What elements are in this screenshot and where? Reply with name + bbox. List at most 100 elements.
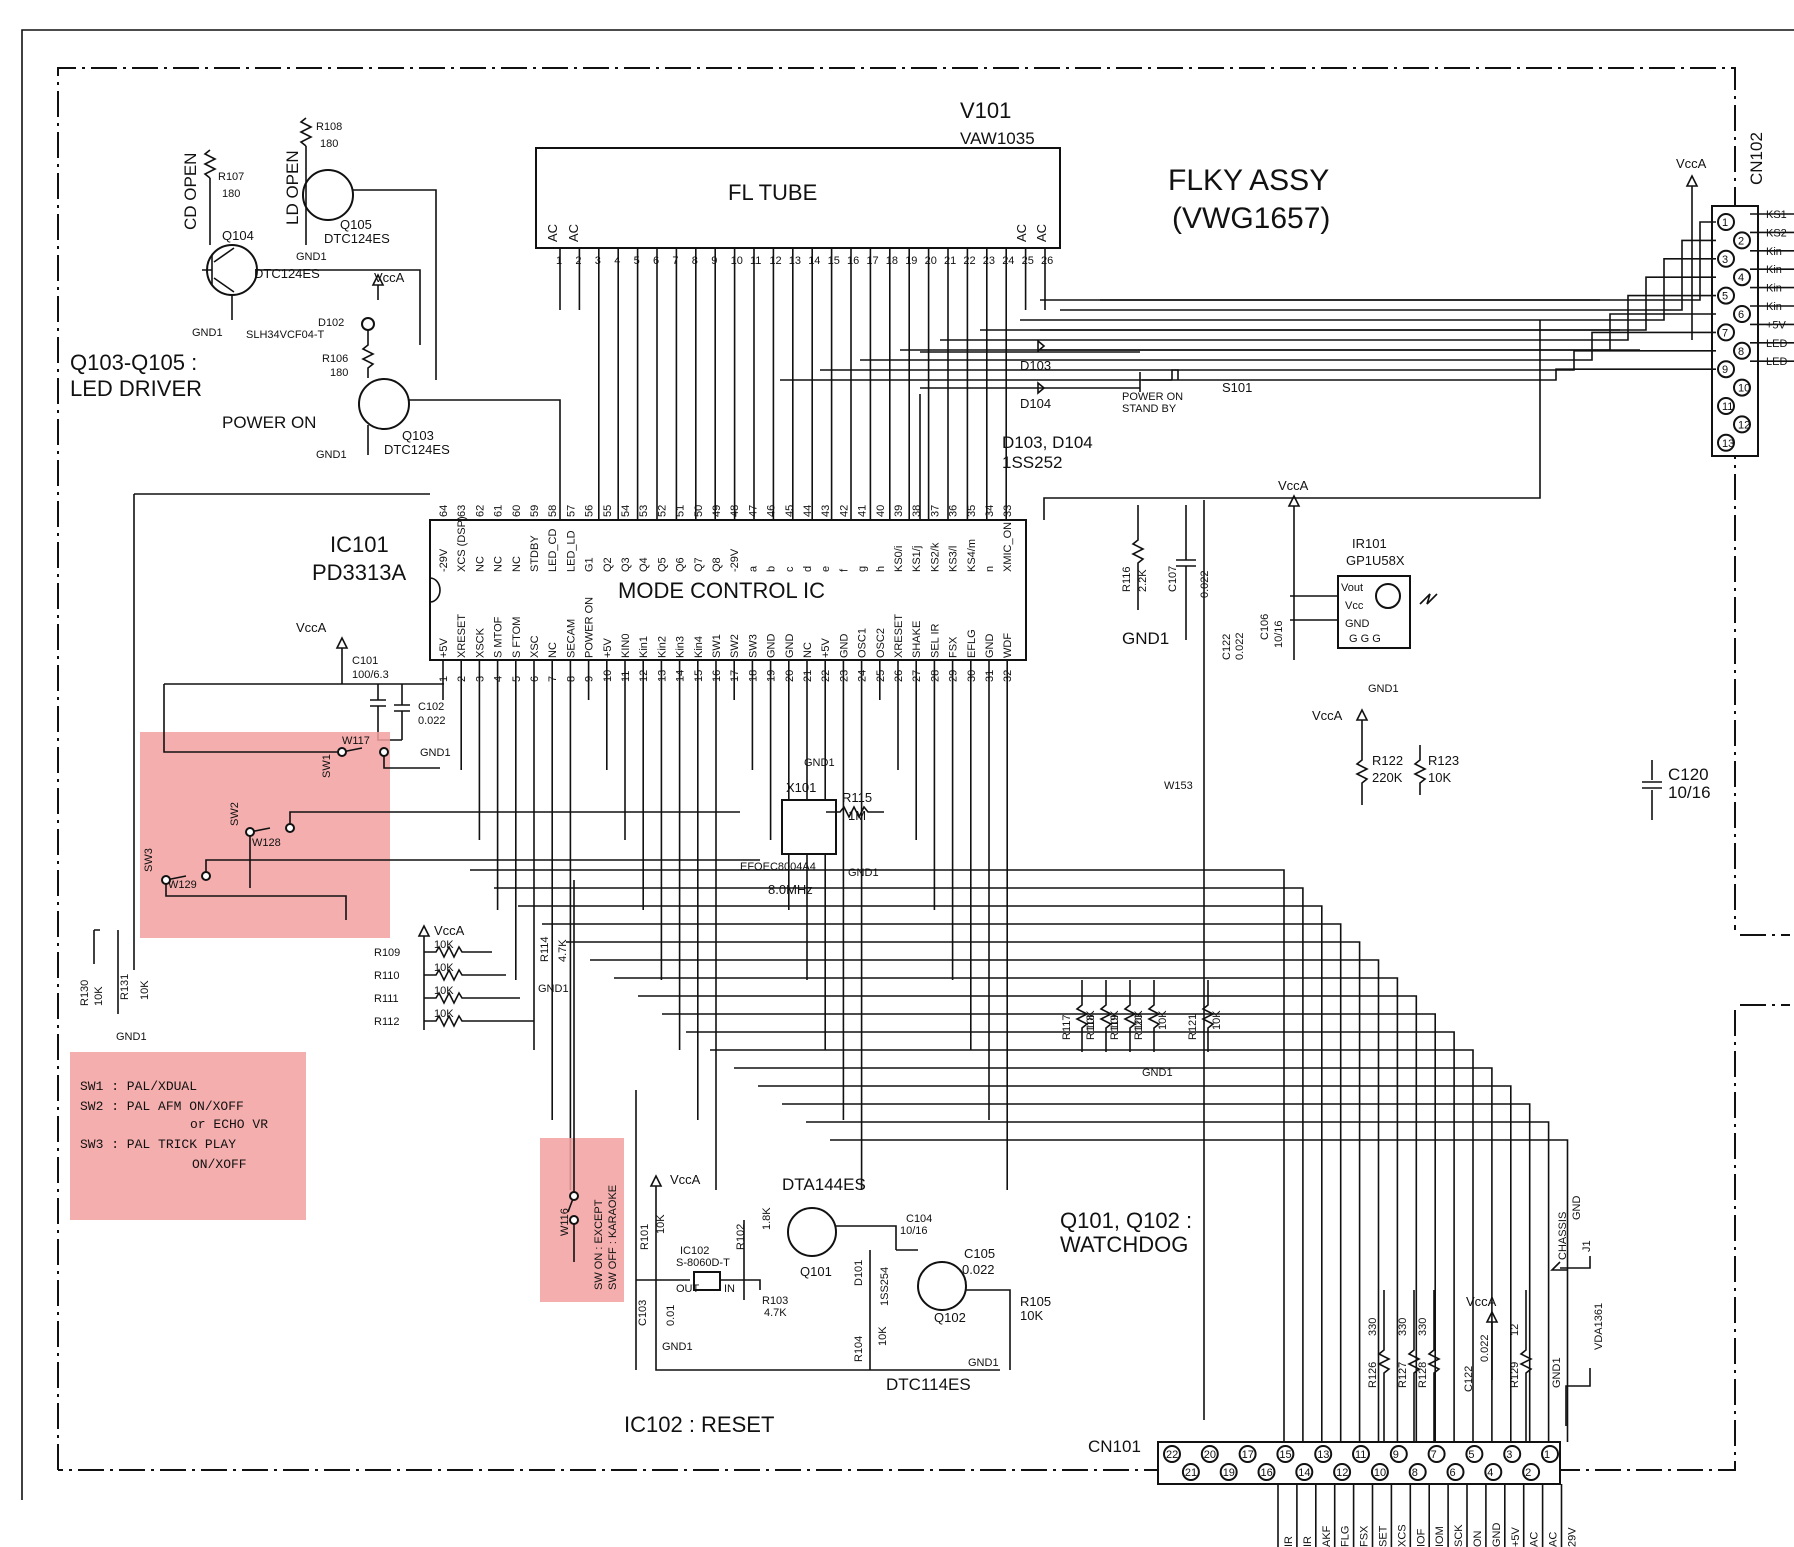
q104-wiring xyxy=(231,269,421,345)
cn101-signal: 29V xyxy=(1567,1527,1579,1547)
ic101-top-pin-name: c xyxy=(784,566,796,572)
cn101-signal: IR xyxy=(1302,1536,1314,1547)
r105-ref: R105 xyxy=(1020,1294,1051,1309)
fl-ac-1: AC xyxy=(545,224,560,242)
page-frame xyxy=(21,29,1794,1500)
cn101-signal: XCS xyxy=(1396,1524,1408,1547)
resistor-r121 xyxy=(1201,980,1215,1052)
bus-trace xyxy=(566,941,1361,1442)
w129-jumper[interactable] xyxy=(161,875,171,885)
w128-jumper[interactable] xyxy=(245,827,255,837)
cn101-pin-num: 7 xyxy=(1431,1449,1437,1461)
ic101-bottom-pin-name: EFLG xyxy=(966,629,978,658)
watchdog-subtitle: WATCHDOG xyxy=(1060,1232,1188,1257)
sw1-ref: SW1 xyxy=(321,754,333,778)
ic101-bottom-pin-name: OSC2 xyxy=(875,628,887,658)
ic101-bottom-pin-name: SEL IR xyxy=(929,624,941,658)
gnd1-x101: GND1 xyxy=(848,867,879,879)
ic101-top-pin-num: 34 xyxy=(984,505,996,517)
bus-trace xyxy=(782,1103,1531,1442)
ic101-bottom-pin-name: +5V xyxy=(438,637,450,658)
ic101-bottom-pin-num: 32 xyxy=(1002,670,1014,682)
w117-jumper-b[interactable] xyxy=(379,747,389,757)
c101-value: 100/6.3 xyxy=(352,669,389,681)
cn102-pin-1 xyxy=(1717,213,1735,231)
cn101-pin-15 xyxy=(1276,1445,1295,1463)
w116-ref: W116 xyxy=(559,1208,571,1236)
cn102-pin-6 xyxy=(1733,305,1751,323)
cn101-pin-num: 11 xyxy=(1355,1449,1366,1461)
q104-transistor xyxy=(206,244,258,296)
fl-pin-10: 10 xyxy=(731,255,743,267)
ic101-bottom-pin-name: KIN0 xyxy=(620,634,632,658)
w129-jumper-b[interactable] xyxy=(201,871,211,881)
ic101-top-pin-name: XCS (DSP) xyxy=(456,516,468,572)
cn101-pin-num: 19 xyxy=(1223,1467,1235,1479)
cn101-pin-8 xyxy=(1408,1463,1427,1481)
gnd1-cn101: GND1 xyxy=(1551,1357,1563,1388)
sw-note-3: or ECHO VR xyxy=(190,1117,268,1132)
ic101-top-pin-num: 46 xyxy=(766,505,778,517)
ld-open-label: LD OPEN xyxy=(283,150,302,225)
cn102-pin-num: 11 xyxy=(1722,401,1733,413)
ic101-ref: IC101 xyxy=(330,532,389,557)
cn102-pin-4 xyxy=(1733,268,1751,287)
w128-jumper-b[interactable] xyxy=(285,823,295,833)
c107-ref: C107 xyxy=(1167,566,1179,592)
w116-jumper[interactable] xyxy=(569,1191,579,1201)
c101-c102-wiring xyxy=(164,683,444,741)
ic101-bottom-pin-name: XRESET xyxy=(893,614,905,658)
fl-pin-20: 20 xyxy=(925,255,937,267)
resistor-r127 xyxy=(1407,1290,1421,1442)
q104-part: DTC124ES xyxy=(254,266,320,281)
sw-note-5: ON/XOFF xyxy=(192,1157,247,1172)
ref-r127: R127 xyxy=(1397,1362,1409,1388)
fl-tube-body xyxy=(535,147,1061,249)
q105-transistor xyxy=(302,169,354,221)
cn101-pin-2 xyxy=(1522,1463,1541,1481)
ic101-top-pin-num: 41 xyxy=(857,505,869,517)
vcca-r122: VccA xyxy=(1312,708,1343,723)
cn101-signal: +5V xyxy=(1510,1526,1522,1547)
fl-ac-4: AC xyxy=(1034,224,1049,242)
w116-jumper-b[interactable] xyxy=(569,1215,579,1225)
cn102-pin-2 xyxy=(1733,231,1751,250)
ic101-top-pin-num: 55 xyxy=(602,505,614,517)
cn102-trace xyxy=(940,294,1716,341)
ic101-bottom-pin-name: NC xyxy=(547,642,559,658)
ref-r110: R110 xyxy=(374,970,399,982)
value-r129: 12 xyxy=(1509,1324,1521,1336)
c106-ref: C106 xyxy=(1259,614,1271,640)
vcca-c101: VccA xyxy=(296,620,327,635)
cn101-pin-12 xyxy=(1333,1463,1352,1481)
r114-ref: R114 xyxy=(539,937,551,962)
c104-value: 10/16 xyxy=(900,1225,928,1237)
cn101-pin-1 xyxy=(1541,1445,1559,1463)
ic102-in: IN xyxy=(724,1283,735,1295)
ref-r128: R128 xyxy=(1417,1362,1429,1388)
s101-label-2: STAND BY xyxy=(1122,403,1177,415)
ic101-top-pin-num: 61 xyxy=(493,505,505,517)
r115-ref: R115 xyxy=(842,790,872,805)
value-r118: 10K xyxy=(1109,1010,1121,1030)
ic101-bottom-pin-name: GND xyxy=(838,634,850,659)
fl-tube-ref: V101 xyxy=(960,98,1011,123)
ic101-bottom-pin-num: 1 xyxy=(438,676,450,682)
gnd1-q104: GND1 xyxy=(192,327,223,339)
ic101-bottom-pin-num: 15 xyxy=(693,670,705,682)
cn101-ref: CN101 xyxy=(1088,1437,1141,1456)
ic101-top-pin-name: e xyxy=(820,566,832,572)
cn101-pin-num: 16 xyxy=(1261,1467,1273,1479)
cn101-pin-6 xyxy=(1446,1463,1465,1481)
watchdog-title: Q101, Q102 : xyxy=(1060,1208,1192,1233)
w117-jumper[interactable] xyxy=(337,747,347,757)
x101-part: EFOEC8004A4 xyxy=(740,861,816,873)
r106-value: 180 xyxy=(330,367,348,379)
r130-ref: R130 xyxy=(79,980,91,1006)
gnd1-r114: GND1 xyxy=(538,983,569,995)
gnd1-r117: GND1 xyxy=(1142,1067,1173,1079)
ic101-top-pin-name: Q6 xyxy=(675,557,687,572)
j1-ref: J1 xyxy=(1581,1240,1593,1252)
